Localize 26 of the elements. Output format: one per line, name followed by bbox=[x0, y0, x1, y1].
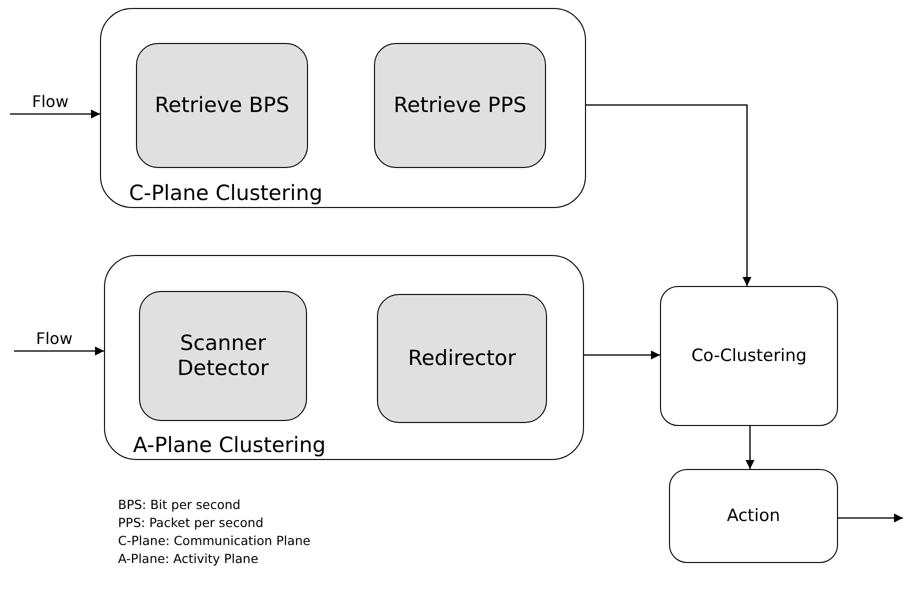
box-label: Co-Clustering bbox=[690, 346, 808, 366]
box-label: Scanner Detector bbox=[176, 330, 270, 382]
note-text: C-Plane: Communication Plane bbox=[118, 533, 310, 548]
process-box bbox=[374, 43, 546, 168]
note-text: PPS: Packet per second bbox=[118, 515, 264, 530]
arrow bbox=[746, 426, 754, 469]
group-title: A-Plane Clustering bbox=[133, 433, 326, 457]
note-text: A-Plane: Activity Plane bbox=[118, 551, 258, 566]
group-box bbox=[100, 8, 586, 208]
arrow bbox=[14, 346, 104, 356]
process-box bbox=[660, 286, 838, 426]
process-box bbox=[139, 291, 307, 421]
process-box bbox=[669, 469, 838, 563]
process-box bbox=[136, 43, 308, 168]
arrow bbox=[10, 110, 100, 118]
box-label: Action bbox=[726, 506, 782, 526]
arrow bbox=[838, 514, 903, 522]
box-label: Retrieve BPS bbox=[154, 92, 290, 118]
arrow bbox=[584, 350, 660, 360]
box-label: Redirector bbox=[406, 346, 518, 372]
note-text: BPS: Bit per second bbox=[118, 497, 240, 512]
box-label: Retrieve PPS bbox=[392, 92, 528, 118]
arrow bbox=[586, 104, 752, 286]
process-box bbox=[377, 294, 547, 423]
group-title: C-Plane Clustering bbox=[129, 181, 323, 205]
group-box bbox=[104, 255, 584, 460]
